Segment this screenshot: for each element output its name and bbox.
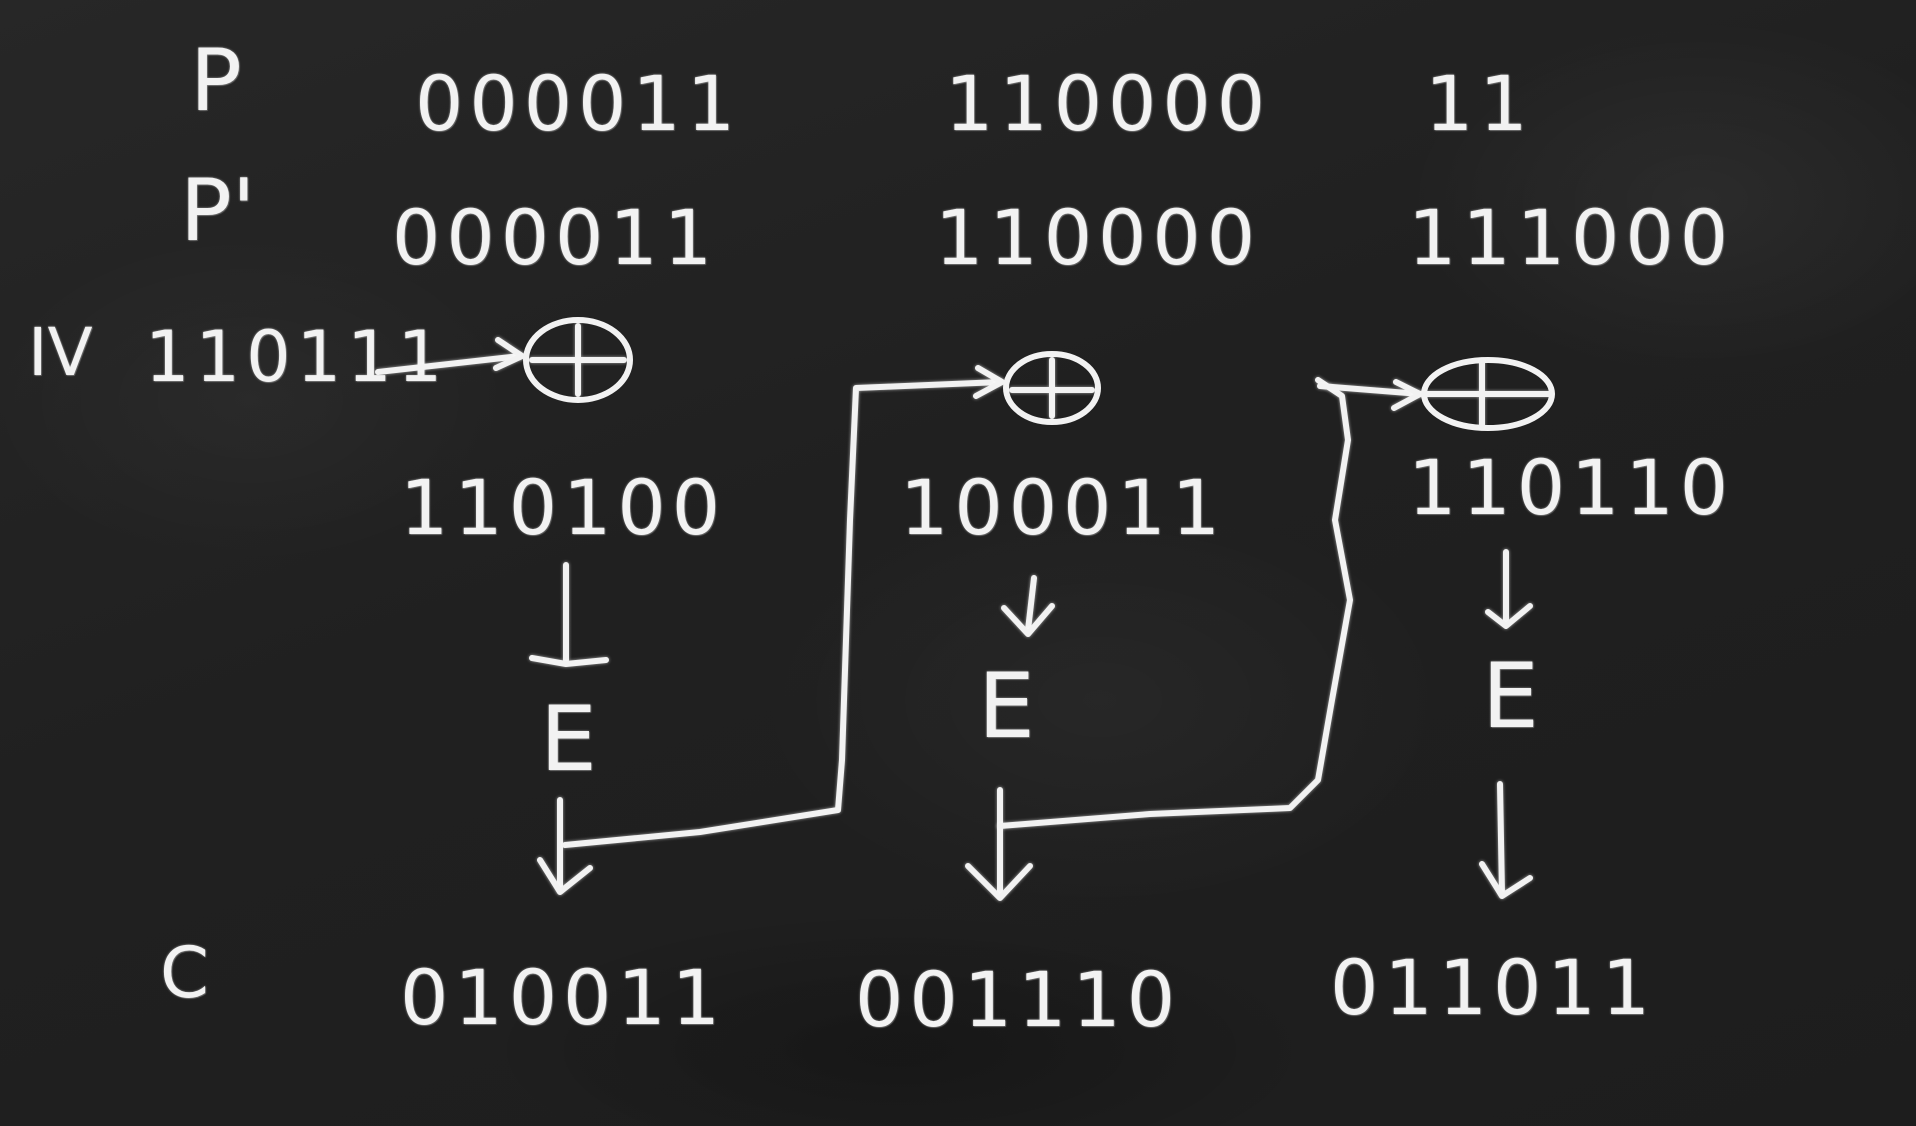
down-arrow-3b-head bbox=[1479, 861, 1533, 899]
plaintext-block-2: 110000 bbox=[945, 59, 1272, 148]
xor-icon-2-plus bbox=[1009, 357, 1095, 419]
encrypt-box-1: E bbox=[540, 687, 597, 792]
encrypt-box-3: E bbox=[1482, 644, 1539, 749]
padded-block-2: 110000 bbox=[935, 193, 1262, 282]
xor-icon-1 bbox=[523, 317, 633, 403]
ciphertext-block-2: 001110 bbox=[855, 955, 1182, 1044]
down-arrow-2b-head bbox=[965, 863, 1033, 901]
down-arrow-2a bbox=[1025, 575, 1037, 633]
xor-icon-1-plus bbox=[529, 323, 627, 397]
chain-wire-2 bbox=[997, 377, 1353, 829]
down-arrow-1b-head bbox=[537, 857, 593, 895]
iv-value: 110111 bbox=[145, 316, 449, 398]
ciphertext-block-1: 010011 bbox=[400, 953, 727, 1042]
iv-arrow bbox=[375, 353, 523, 375]
padded-block-1: 000011 bbox=[392, 193, 719, 282]
down-arrow-1a-head bbox=[529, 655, 609, 667]
xor-icon-3-plus bbox=[1421, 359, 1553, 429]
chain-wire-1-head bbox=[973, 365, 1005, 399]
encrypt-box-2: E bbox=[978, 654, 1035, 759]
padded-block-3: 111000 bbox=[1408, 193, 1735, 282]
xor-result-3: 110110 bbox=[1408, 443, 1735, 532]
plaintext-block-3: 11 bbox=[1425, 59, 1534, 148]
down-arrow-3a-head bbox=[1485, 603, 1533, 629]
iv-arrow-head bbox=[493, 337, 525, 371]
xor-result-2: 100011 bbox=[900, 463, 1227, 552]
iv-label: IV bbox=[28, 314, 93, 391]
down-arrow-3b bbox=[1497, 781, 1505, 897]
chain-wire-2-head bbox=[1391, 379, 1423, 411]
p-prime-label: P' bbox=[180, 161, 256, 261]
plaintext-block-1: 000011 bbox=[415, 59, 742, 148]
ciphertext-block-3: 011011 bbox=[1330, 943, 1657, 1032]
down-arrow-2a-head bbox=[1001, 603, 1055, 637]
c-label: C bbox=[160, 932, 209, 1014]
chain-wire-1 bbox=[562, 379, 1003, 848]
chain-wire-2-branch bbox=[1317, 383, 1423, 397]
p-label: P bbox=[190, 31, 242, 131]
xor-result-1: 110100 bbox=[400, 463, 727, 552]
xor-icon-2 bbox=[1003, 351, 1101, 425]
